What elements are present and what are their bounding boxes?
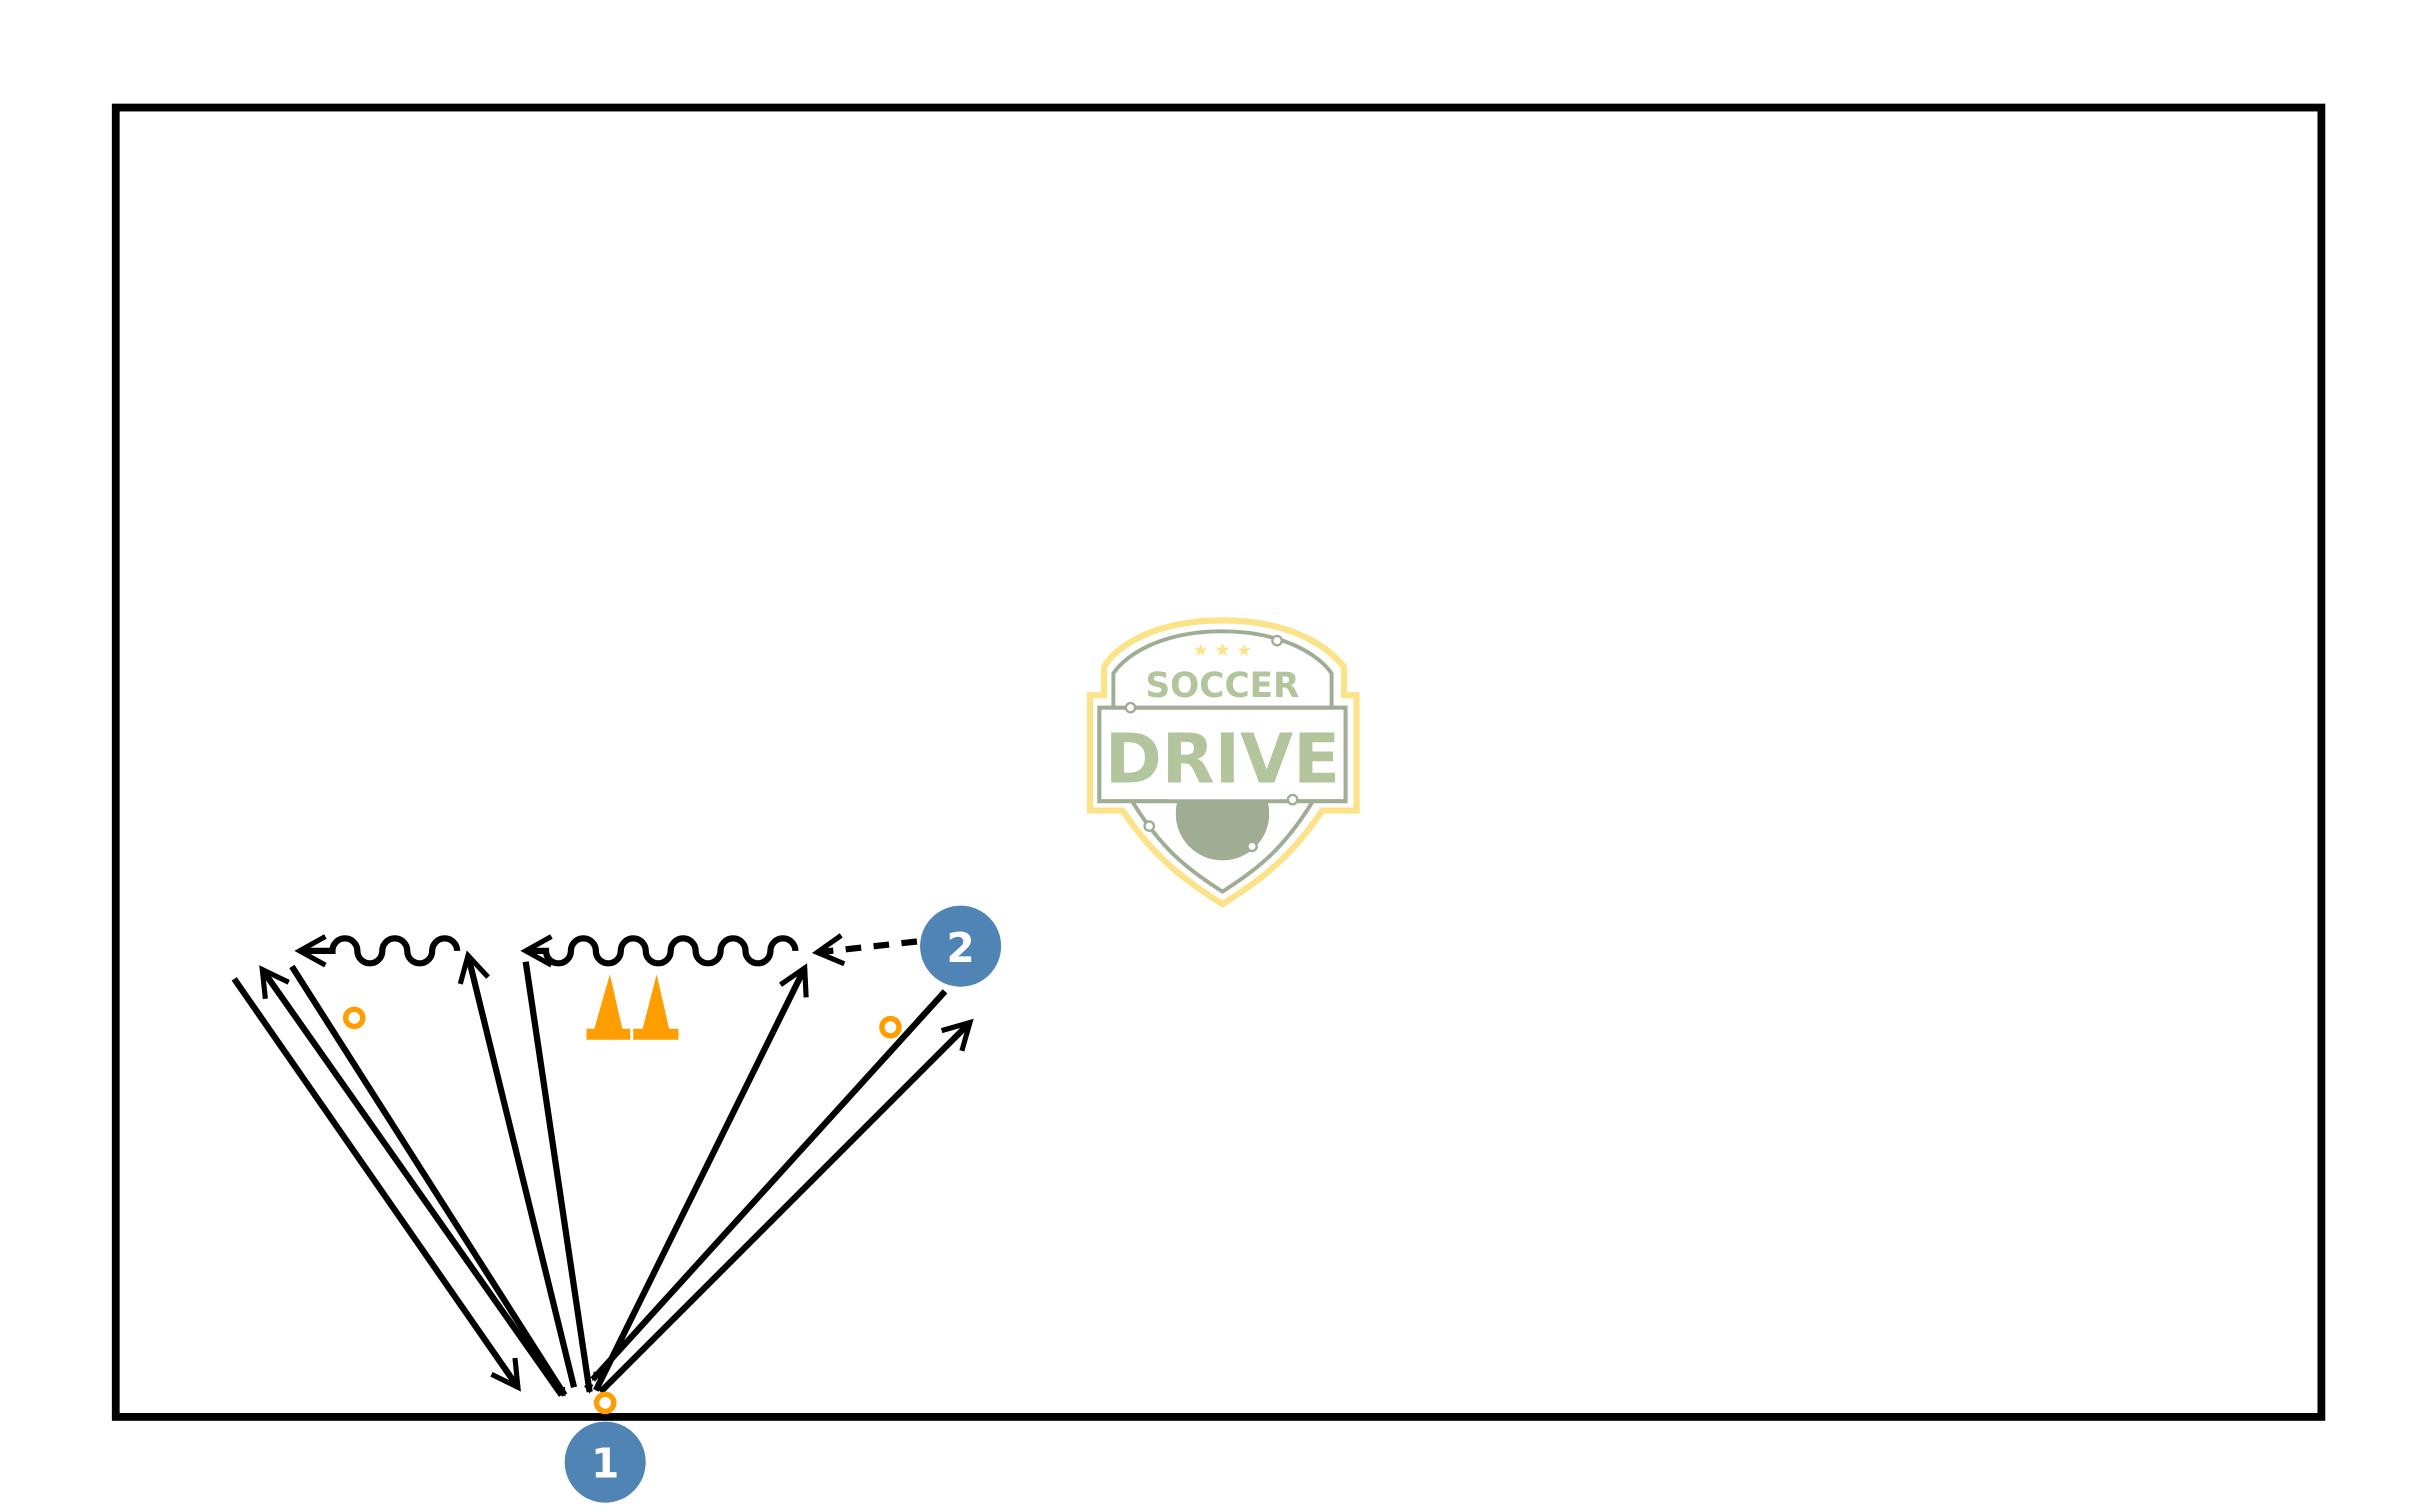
arrow-6 [593, 963, 809, 1392]
cone-icon [586, 974, 631, 1040]
player-2[interactable]: 2 [920, 905, 1002, 987]
svg-text:★: ★ [1214, 640, 1231, 661]
logo-top-text: SOCCER [1145, 666, 1299, 706]
arrow-8 [598, 1018, 974, 1395]
marker-ring [342, 1006, 366, 1030]
dribble-lines [294, 933, 918, 968]
player-2-label: 2 [946, 924, 974, 972]
movement-arrows [231, 950, 974, 1397]
arrow-5 [522, 961, 590, 1392]
marker-ring [593, 1391, 617, 1415]
arrow-3 [289, 964, 568, 1397]
arrow-1 [231, 977, 521, 1392]
logo-main-text: DRIVE [1105, 719, 1340, 799]
svg-text:★: ★ [1193, 641, 1208, 661]
field-boundary [111, 103, 2326, 1421]
arrow-2 [259, 965, 565, 1397]
cone-icon [633, 974, 679, 1040]
dribble-line-left [294, 934, 461, 968]
cones [342, 974, 902, 1415]
soccer-drive-logo: ★ ★ ★ SOCCER DRIVE [1086, 617, 1360, 908]
player-1-label: 1 [591, 1440, 619, 1488]
svg-text:★: ★ [1237, 641, 1252, 661]
arrow-7 [590, 989, 948, 1382]
marker-ring [879, 1015, 902, 1039]
arrow-4 [457, 950, 578, 1389]
player-1[interactable]: 1 [564, 1421, 646, 1503]
dribble-line-right [520, 934, 799, 968]
pass-dashed-line [811, 933, 918, 967]
